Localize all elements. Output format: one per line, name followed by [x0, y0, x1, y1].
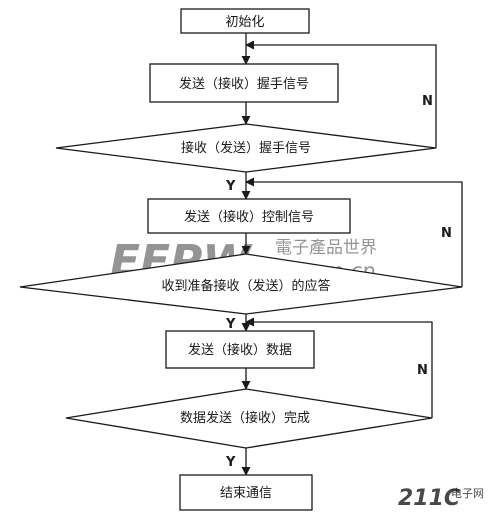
decision-recv-handshake-label: 接收（发送）握手信号	[181, 140, 311, 156]
edge-no-loop-control	[245, 177, 463, 287]
decision-recv-ready: 收到准备接收（发送）的应答	[19, 253, 463, 315]
node-init-label: 初始化	[225, 15, 264, 30]
decision-data-done: 数据发送（接收）完成	[65, 388, 433, 449]
node-init: 初始化	[180, 8, 310, 34]
edge-no-loop-handshake	[245, 40, 437, 148]
node-send-control-label: 发送（接收）控制信号	[184, 209, 314, 225]
node-send-data-label: 发送（接收）数据	[188, 342, 292, 358]
label-yes-3: Y	[225, 455, 236, 470]
flow-edges	[241, 33, 463, 476]
label-yes-2: Y	[225, 317, 236, 332]
node-send-handshake-label: 发送（接收）握手信号	[179, 76, 309, 92]
branch-labels: N Y N Y N Y	[225, 94, 452, 470]
corner-watermark: 211C 电子网	[398, 486, 484, 511]
node-send-control: 发送（接收）控制信号	[147, 198, 351, 234]
eepw-logo-cn: 電子產品世界	[275, 238, 377, 258]
label-no-1: N	[422, 94, 433, 109]
decision-recv-handshake: 接收（发送）握手信号	[55, 123, 437, 173]
node-end: 结束通信	[179, 474, 313, 511]
node-end-label: 结束通信	[220, 486, 272, 501]
edge-no-loop-data	[245, 317, 433, 418]
label-yes-1: Y	[225, 179, 236, 194]
decision-data-done-label: 数据发送（接收）完成	[180, 410, 310, 426]
node-send-handshake: 发送（接收）握手信号	[149, 63, 339, 103]
node-send-data: 发送（接收）数据	[165, 330, 315, 369]
corner-logo-cn: 电子网	[451, 487, 484, 500]
decision-recv-ready-label: 收到准备接收（发送）的应答	[161, 278, 330, 294]
corner-logo-text: 211C	[398, 486, 460, 511]
label-no-2: N	[441, 226, 452, 241]
label-no-3: N	[417, 363, 428, 378]
